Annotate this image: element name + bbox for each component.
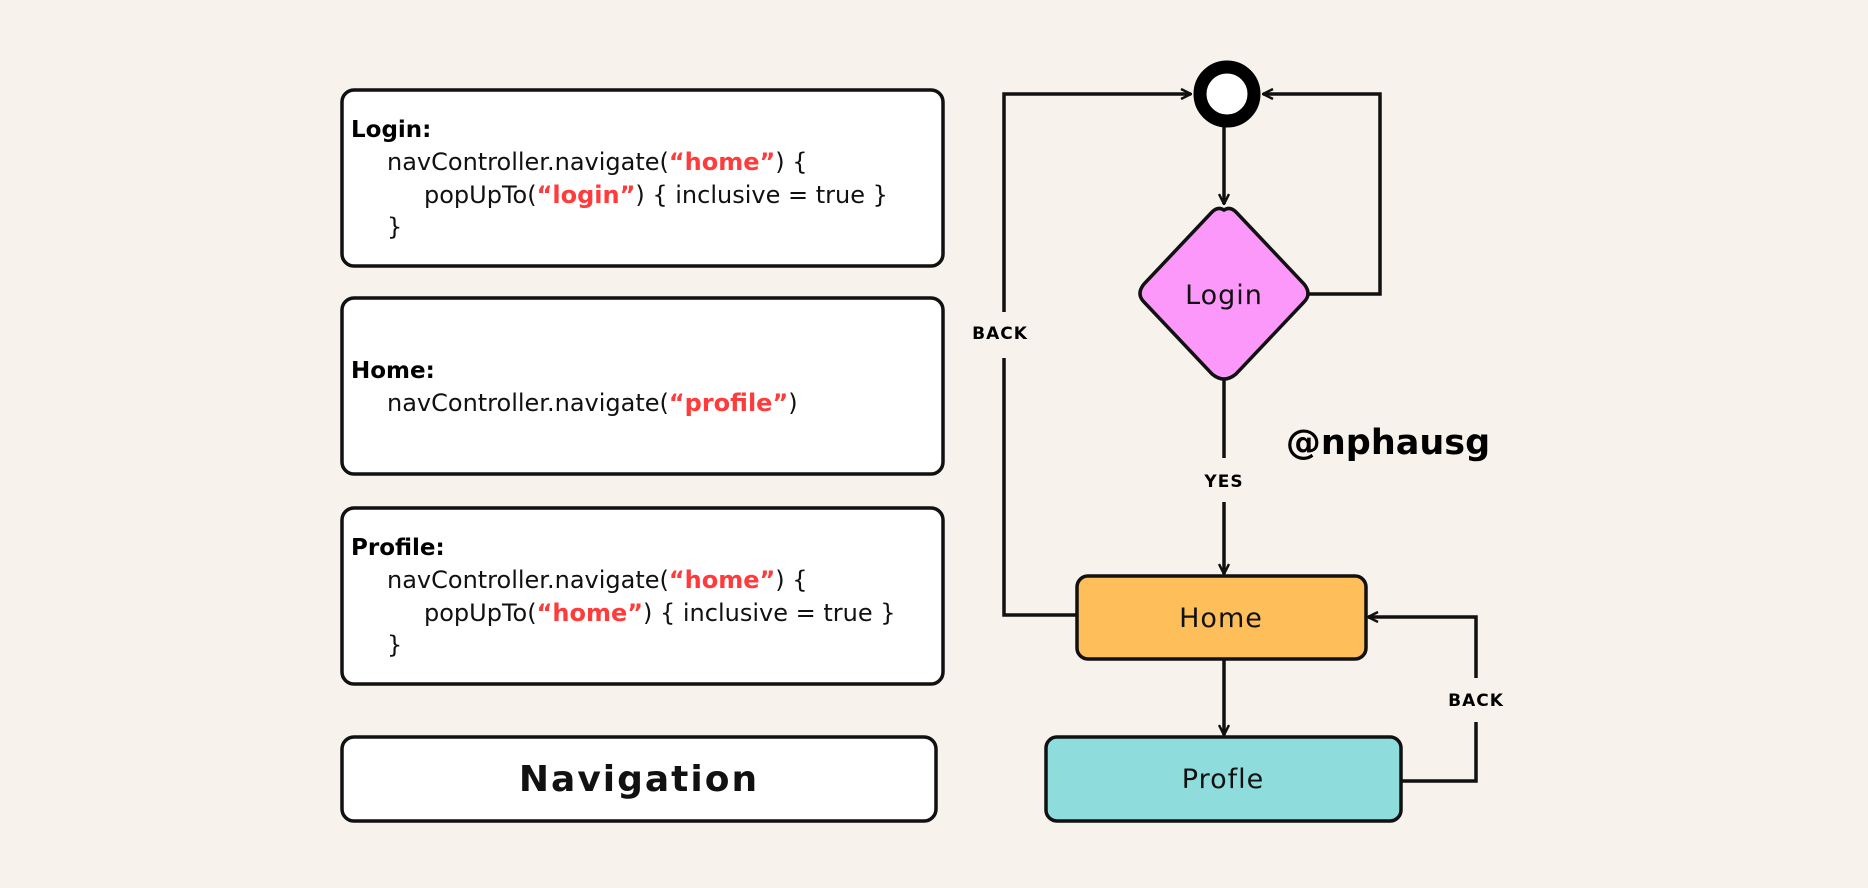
back-edge-label: BACK — [1448, 691, 1504, 711]
home-node: Home — [1075, 574, 1368, 661]
profile-label: Profile: — [351, 535, 445, 561]
login-label: Login: — [351, 117, 431, 143]
home-node-label: Home — [1179, 603, 1263, 634]
author-handle: @nphausg — [1286, 423, 1490, 463]
yes-edge-label: YES — [1203, 472, 1243, 492]
login-code-line: } — [387, 213, 402, 241]
start-node — [1193, 60, 1261, 128]
profile-code-block: Profile: navController.navigate(“home”) … — [340, 506, 945, 686]
login-code-line: navController.navigate(“home”) { — [387, 148, 808, 176]
login-code-block: Login: navController.navigate(“home”) { … — [340, 88, 945, 268]
profile-node: Profle — [1044, 735, 1403, 823]
profile-node-label: Profle — [1182, 764, 1264, 795]
login-node-label: Login — [1185, 280, 1263, 311]
home-label: Home: — [351, 358, 435, 384]
profile-back-arrow — [1368, 617, 1478, 678]
login-node: Login — [1138, 206, 1310, 381]
home-code-block: Home: navController.navigate(“profile”) — [340, 296, 945, 476]
page-title: Navigation — [519, 759, 759, 800]
home-back-arrow — [1002, 94, 1191, 312]
profile-code-line: navController.navigate(“home”) { — [387, 566, 808, 594]
profile-back-line — [1401, 722, 1478, 783]
home-code-line: navController.navigate(“profile”) — [387, 389, 798, 417]
title-box: Navigation — [340, 735, 938, 823]
profile-code-line: } — [387, 631, 402, 659]
login-loop-arrow — [1263, 94, 1382, 296]
back-edge-label: BACK — [972, 324, 1028, 344]
login-code-line: popUpTo(“login”) { inclusive = true } — [424, 181, 888, 209]
profile-code-line: popUpTo(“home”) { inclusive = true } — [424, 599, 896, 627]
home-back-line — [1002, 358, 1077, 617]
